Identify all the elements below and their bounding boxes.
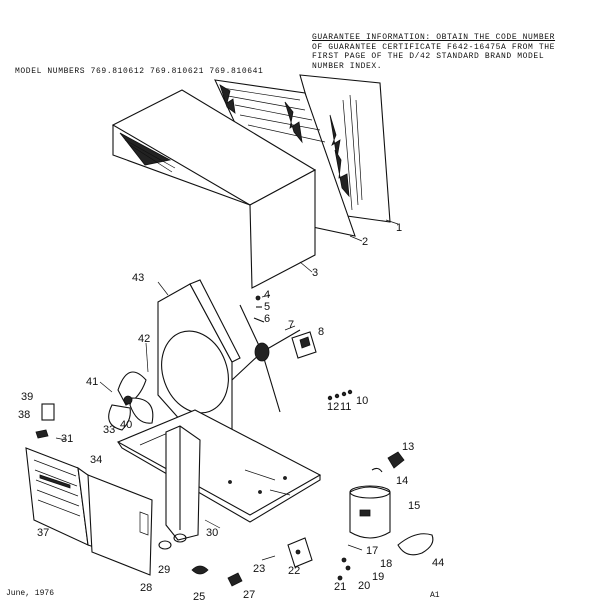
part-label: 5: [264, 301, 270, 313]
control-parts: [35, 403, 67, 441]
part-label: 6: [264, 313, 270, 325]
part-label: 25: [193, 591, 205, 603]
part-label: 17: [366, 545, 378, 557]
part-label: 13: [402, 441, 414, 453]
part-label: 43: [132, 272, 144, 284]
part-label: 11: [340, 401, 351, 413]
part-label: 39: [21, 391, 33, 403]
screw-parts: [327, 389, 353, 401]
part-label: 2: [362, 236, 368, 248]
part-label: 1: [396, 222, 402, 234]
part-label: 28: [140, 582, 152, 594]
guarantee-line: FIRST PAGE OF THE D/42 STANDARD BRAND MO…: [312, 52, 545, 62]
fan-motor-part: [291, 331, 317, 359]
part-label: 12: [327, 401, 339, 413]
part-label: 33: [103, 424, 115, 436]
part-label: 19: [372, 571, 384, 583]
guarantee-line: GUARANTEE INFORMATION: OBTAIN THE CODE N…: [312, 33, 556, 42]
part-label: 4: [264, 289, 270, 301]
part-label: 30: [206, 527, 218, 539]
front-grille-part: [87, 474, 153, 576]
part-label: 22: [288, 565, 300, 577]
part-label: 3: [312, 267, 318, 279]
part-label: 15: [408, 500, 420, 512]
model-numbers: MODEL NUMBERS 769.810612 769.810621 769.…: [15, 67, 264, 76]
evaporator-fan-part: [99, 342, 154, 431]
part-label: 27: [243, 589, 255, 601]
part-label: 38: [18, 409, 30, 421]
knob-parts: [158, 533, 243, 587]
accessory-part-44: [397, 533, 434, 556]
part-label: 14: [396, 475, 408, 487]
part-label: 41: [86, 376, 98, 388]
part-label: 44: [432, 557, 444, 569]
relay-part: [371, 451, 405, 473]
condenser-fan-blade-part: [231, 304, 301, 413]
part-label: 10: [356, 395, 368, 407]
part-label: 8: [318, 326, 324, 338]
part-label: 40: [120, 419, 132, 431]
part-labels: 1 2 3 4 5 6 7 8 10 11 12 13 14 15 17 18 …: [18, 222, 444, 603]
part-label: 18: [380, 558, 392, 570]
compressor-part: [337, 485, 391, 581]
footer-date: June, 1976: [6, 589, 55, 598]
hardware-parts: [253, 294, 271, 323]
part-label: 42: [138, 333, 150, 345]
part-label: 23: [253, 563, 265, 575]
part-label: 7: [288, 319, 294, 331]
footer-page-code: A1: [430, 591, 440, 600]
cabinet-wrapper-part: [111, 89, 317, 289]
part-label: 29: [158, 564, 170, 576]
guarantee-line: NUMBER INDEX.: [312, 61, 383, 71]
part-label: 20: [358, 580, 370, 592]
part-label: 31: [61, 433, 73, 445]
part-label: 37: [37, 527, 49, 539]
part-label: 34: [90, 454, 102, 466]
part-label: 21: [334, 581, 346, 593]
capacitor-parts: [261, 537, 313, 568]
guarantee-information: GUARANTEE INFORMATION: OBTAIN THE CODE N…: [312, 33, 555, 71]
compressor-bracket-part: [165, 425, 221, 541]
guarantee-line: OF GUARANTEE CERTIFICATE F642-16475A FRO…: [312, 42, 556, 52]
